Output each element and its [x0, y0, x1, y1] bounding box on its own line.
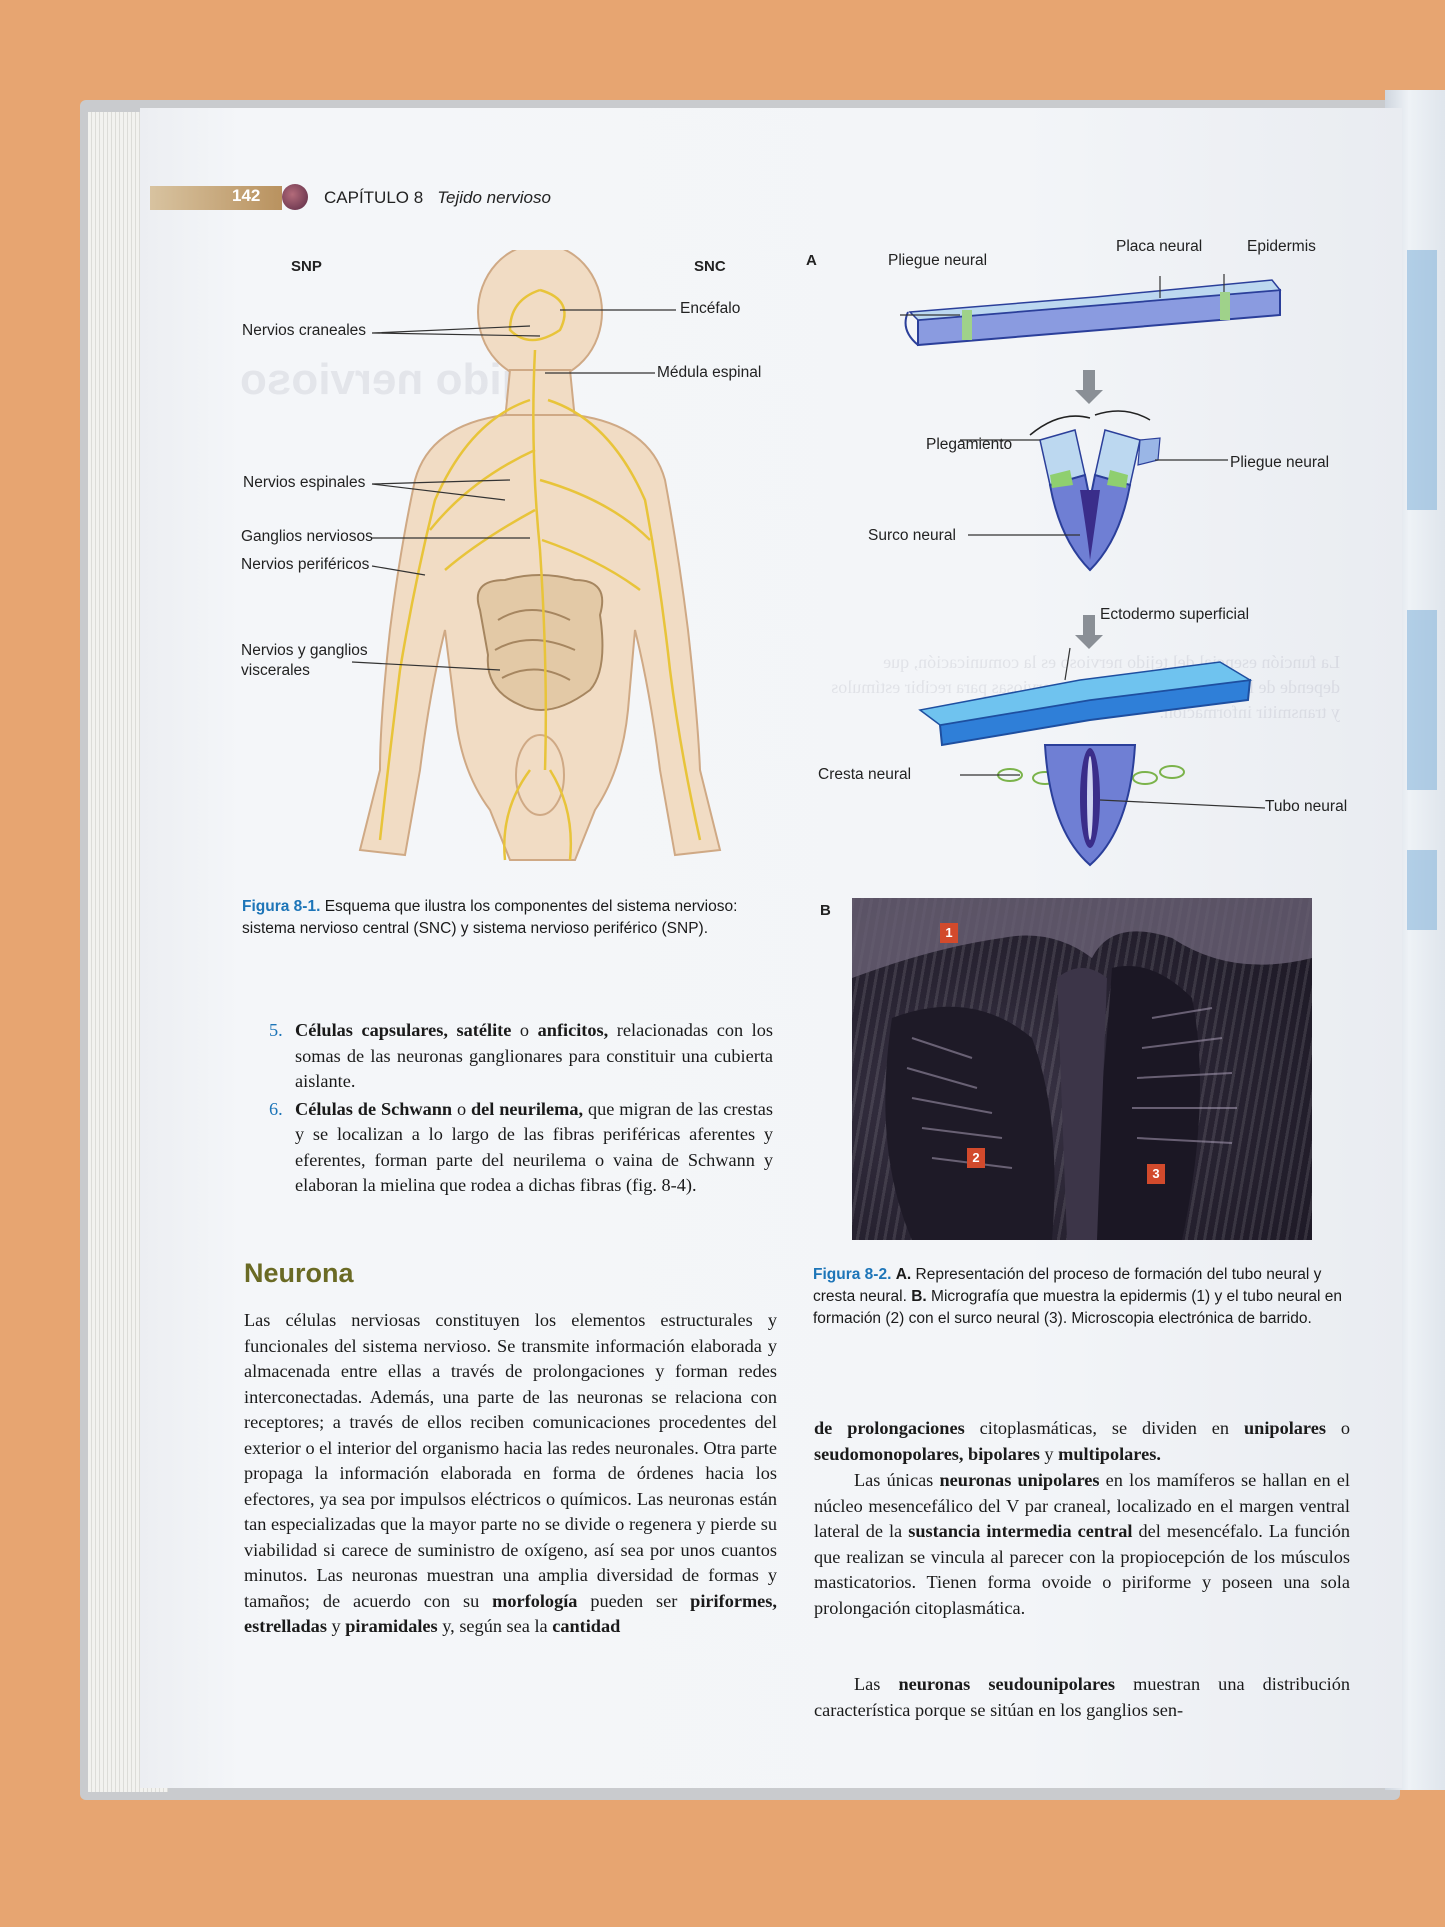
list-term: Células capsulares, satélite: [295, 1020, 512, 1040]
right-paragraph-2: Las únicas neuronas unipolares en los ma…: [814, 1468, 1350, 1621]
folding-stage: [1039, 429, 1161, 572]
term: unipolares: [1243, 1418, 1326, 1438]
header-bar: [150, 186, 282, 210]
list-term: del neurilema,: [471, 1098, 584, 1119]
down-arrow-1: [1075, 370, 1103, 404]
marker-1: 1: [940, 923, 958, 943]
neural-tube-diagram: [900, 274, 1282, 867]
label-viscerales-line1: Nervios y ganglios: [241, 642, 368, 659]
label-surco-neural: Surco neural: [868, 527, 956, 544]
paragraph-text: y: [1039, 1443, 1059, 1464]
paragraph-text: en los mamíferos se hallan en el núcleo …: [814, 1470, 1350, 1541]
nerve-network: [378, 288, 702, 861]
figure1-caption-text: Esquema que ilustra los componentes del …: [242, 898, 738, 937]
page-number: 142: [232, 186, 261, 205]
right-paragraph-3: Las neuronas seudounipolares muestran un…: [814, 1672, 1350, 1723]
list-text: que migran de las crestas y se localizan…: [295, 1098, 773, 1196]
label-snp: SNP: [291, 258, 322, 275]
snail-icon: [282, 184, 308, 210]
figure1-caption: Figura 8-1. Esquema que ilustra los comp…: [242, 896, 772, 940]
chapter-title: Tejido nervioso: [437, 188, 551, 207]
list-term: Células de Schwann: [295, 1098, 453, 1119]
paragraph-text: Las células nerviosas constituyen los el…: [244, 1310, 777, 1611]
nervous-system-illustration: [358, 250, 722, 861]
chapter-label: CAPÍTULO 8: [324, 188, 424, 207]
list-number: 6.: [269, 1098, 283, 1119]
paragraph-text: del mesencéfalo. La función que realizan…: [814, 1521, 1350, 1618]
term: seudomonopolares, bipolares: [814, 1443, 1040, 1464]
paragraph-text: y, según sea la: [437, 1616, 553, 1636]
left-paragraph: Las células nerviosas constituyen los el…: [244, 1308, 777, 1640]
term: sustancia intermedia central: [908, 1521, 1133, 1541]
down-arrow-2: [1075, 615, 1103, 649]
label-nervios-espinales: Nervios espinales: [243, 474, 366, 491]
list-term: anficitos,: [537, 1020, 609, 1040]
label-cresta-neural: Cresta neural: [818, 766, 912, 783]
paragraph-text: muestran una distribución característica…: [814, 1674, 1350, 1720]
label-encefalo: Encéfalo: [680, 300, 741, 317]
term: neuronas unipolares: [939, 1470, 1100, 1490]
list-item: 5. Células capsulares, satélite o anfici…: [269, 1018, 774, 1095]
term: neuronas seudounipolares: [898, 1674, 1116, 1694]
tube-stage: [918, 661, 1253, 867]
paragraph-text: citoplasmáticas, se dividen en: [964, 1418, 1244, 1438]
list-item: 6. Células de Schwann o del neurilema, q…: [269, 1097, 773, 1199]
label-pliegue-neural: Pliegue neural: [888, 252, 988, 269]
label-ectodermo-superficial: Ectodermo superficial: [1100, 606, 1250, 623]
paragraph-text: pueden ser: [577, 1590, 691, 1611]
list-text: o: [452, 1098, 472, 1119]
label-medula-espinal: Médula espinal: [657, 364, 762, 381]
figure2-caption: Figura 8-2. A. Representación del proces…: [813, 1264, 1343, 1330]
paragraph-text: y: [326, 1616, 346, 1636]
intestines: [476, 574, 604, 711]
panel-b-label: B: [820, 902, 831, 919]
term: multipolares.: [1058, 1443, 1161, 1464]
label-ganglios-nerviosos: Ganglios nerviosos: [241, 528, 373, 545]
list-number: 5.: [269, 1020, 283, 1040]
term: cantidad: [552, 1616, 621, 1636]
label-epidermis: Epidermis: [1247, 238, 1316, 255]
paragraph-text: o: [1325, 1418, 1351, 1438]
label-nervios-craneales: Nervios craneales: [242, 322, 367, 339]
section-title: Neurona: [244, 1258, 354, 1288]
figure2-caption-a-label: A.: [895, 1266, 912, 1283]
figure2-caption-a-text: Representación del proceso de formación …: [813, 1266, 1322, 1305]
figure1-id: Figura 8-1.: [242, 898, 321, 915]
label-viscerales-line2: viscerales: [241, 662, 310, 679]
figure1-leader-lines: [351, 309, 676, 671]
cell-type-list: 5. Células capsulares, satélite o anfici…: [269, 1018, 774, 1201]
term: piriformes, estrelladas: [244, 1590, 777, 1637]
label-tubo-neural: Tubo neural: [1265, 798, 1348, 815]
label-placa-neural: Placa neural: [1116, 238, 1203, 255]
figure2-caption-b-label: B.: [911, 1288, 927, 1305]
marker-2: 2: [967, 1148, 985, 1168]
right-paragraph-1: de prolongaciones citoplasmáticas, se di…: [814, 1416, 1350, 1467]
running-header: CAPÍTULO 8 Tejido nervioso: [324, 188, 551, 208]
neural-plate-stage: [904, 279, 1282, 347]
micrograph-texture: [852, 898, 1312, 1240]
figure2-id: Figura 8-2.: [813, 1266, 892, 1283]
term: morfología: [492, 1590, 578, 1611]
term: de prolongaciones: [814, 1418, 965, 1438]
label-pliegue-neural-2: Pliegue neural: [1230, 454, 1330, 471]
label-nervios-perifericos: Nervios periféricos: [241, 556, 370, 573]
figure2-caption-b-text: Micrografía que muestra la epidermis (1)…: [813, 1288, 1342, 1327]
term: piramidales: [345, 1616, 438, 1636]
list-text: o: [511, 1020, 538, 1040]
label-snc: SNC: [694, 258, 726, 275]
paragraph-text: Las únicas: [854, 1470, 940, 1490]
marker-3: 3: [1147, 1164, 1165, 1184]
list-text: relacionadas con los somas de las neuron…: [295, 1020, 774, 1091]
paragraph-text: Las: [854, 1674, 899, 1694]
panel-a-label: A: [806, 252, 817, 269]
sem-micrograph: 1 2 3: [852, 898, 1312, 1240]
